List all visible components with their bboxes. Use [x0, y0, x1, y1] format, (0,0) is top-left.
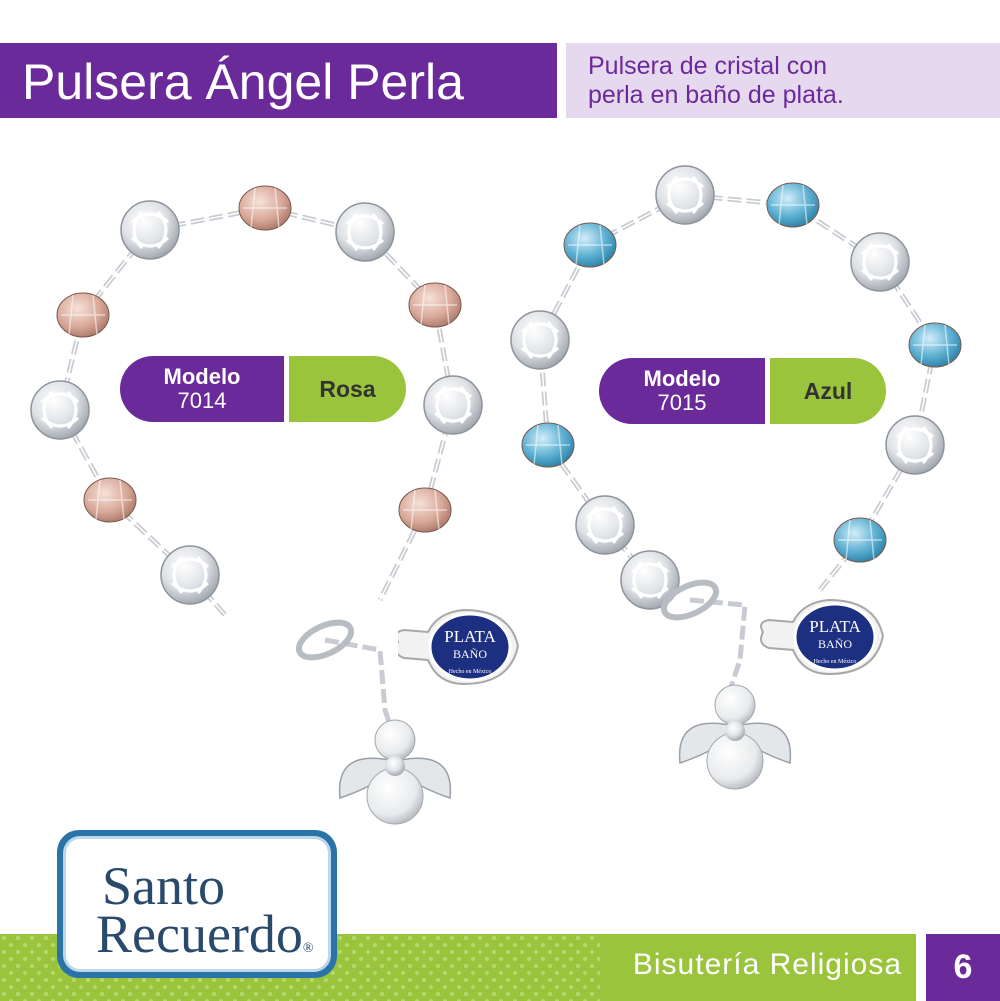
crystal-facets — [61, 294, 105, 336]
filigree — [131, 211, 169, 249]
filigree — [171, 556, 209, 594]
lobster-clasp — [660, 579, 720, 621]
silver-bead — [30, 380, 90, 440]
crystal-facets — [771, 184, 815, 226]
bracelet-azul — [510, 165, 962, 790]
silver-bead — [510, 310, 570, 370]
product-description: Pulsera de cristal con perla en baño de … — [588, 52, 988, 110]
plata-bano-badge-left: PLATA BAÑO Hecho en México — [398, 608, 520, 686]
description-line-2: perla en baño de plata. — [588, 81, 844, 109]
registered-mark: ® — [302, 941, 314, 956]
page-number: 6 — [926, 934, 1000, 1001]
crystal-facets — [413, 284, 457, 326]
filigree — [521, 321, 559, 359]
crystal-facets — [568, 224, 612, 266]
bracelet-rosa — [30, 185, 483, 825]
angel-head-pearl — [374, 719, 416, 761]
description-bar: Pulsera de cristal con perla en baño de … — [566, 43, 1000, 118]
silver-bead — [335, 202, 395, 262]
crystal-facets — [88, 479, 132, 521]
filigree — [861, 243, 899, 281]
model-label: Modelo — [163, 364, 241, 389]
badge-line2: BAÑO — [453, 647, 487, 661]
plata-bano-badge-right: PLATA BAÑO Hecho en México — [760, 598, 885, 676]
crystal-facets — [913, 324, 957, 366]
silver-bead — [885, 415, 945, 475]
silver-bead — [850, 232, 910, 292]
lobster-clasp — [295, 619, 355, 661]
pill-divider — [284, 356, 289, 422]
logo-inner: Santo Recuerdo® — [63, 836, 331, 972]
description-line-1: Pulsera de cristal con — [588, 52, 828, 80]
model-code: 7014 — [177, 388, 227, 413]
angel-body-pearl — [706, 732, 764, 790]
model-pill-7015: Modelo 7015 Azul — [599, 358, 886, 424]
model-label-box: Modelo 7014 — [120, 356, 284, 422]
silver-bead — [423, 375, 483, 435]
title-bar: Pulsera Ángel Perla — [0, 43, 557, 118]
filigree — [434, 386, 472, 424]
angel-cap — [725, 721, 745, 741]
pill-divider — [765, 358, 770, 424]
filigree — [41, 391, 79, 429]
silver-bead — [620, 550, 680, 610]
chain — [324, 637, 398, 741]
page-title: Pulsera Ángel Perla — [22, 54, 464, 110]
badge-line1: PLATA — [444, 627, 496, 646]
logo-line-2-text: Recuerdo — [96, 904, 303, 964]
logo-line-1: Santo — [102, 856, 226, 916]
badge-line1: PLATA — [809, 617, 861, 636]
model-pill-7014: Modelo 7014 Rosa — [120, 356, 406, 422]
footer-category: Bisutería Religiosa — [632, 948, 902, 981]
crystal-facets — [526, 424, 570, 466]
filigree — [896, 426, 934, 464]
filigree — [666, 176, 704, 214]
silver-bead — [120, 200, 180, 260]
chain — [689, 597, 748, 691]
angel-head-pearl — [714, 684, 756, 726]
santo-recuerdo-logo: Santo Recuerdo® — [57, 830, 337, 978]
angel-body-pearl — [366, 767, 424, 825]
angel-cap — [385, 756, 405, 776]
model-color: Azul — [770, 358, 886, 424]
logo-line-2: Recuerdo® — [96, 907, 314, 976]
crystal-facets — [243, 187, 287, 229]
silver-bead — [575, 495, 635, 555]
model-label-box: Modelo 7015 — [599, 358, 765, 424]
model-color: Rosa — [289, 356, 406, 422]
filigree — [631, 561, 669, 599]
crystal-facets — [403, 489, 447, 531]
model-code: 7015 — [657, 390, 707, 415]
silver-bead — [160, 545, 220, 605]
model-label: Modelo — [643, 366, 721, 391]
filigree — [346, 213, 384, 251]
badge-line3: Hecho en México — [449, 669, 492, 675]
silver-bead — [655, 165, 715, 225]
badge-line3: Hecho en México — [814, 659, 857, 665]
badge-line2: BAÑO — [818, 637, 852, 651]
crystal-facets — [838, 519, 882, 561]
filigree — [586, 506, 624, 544]
